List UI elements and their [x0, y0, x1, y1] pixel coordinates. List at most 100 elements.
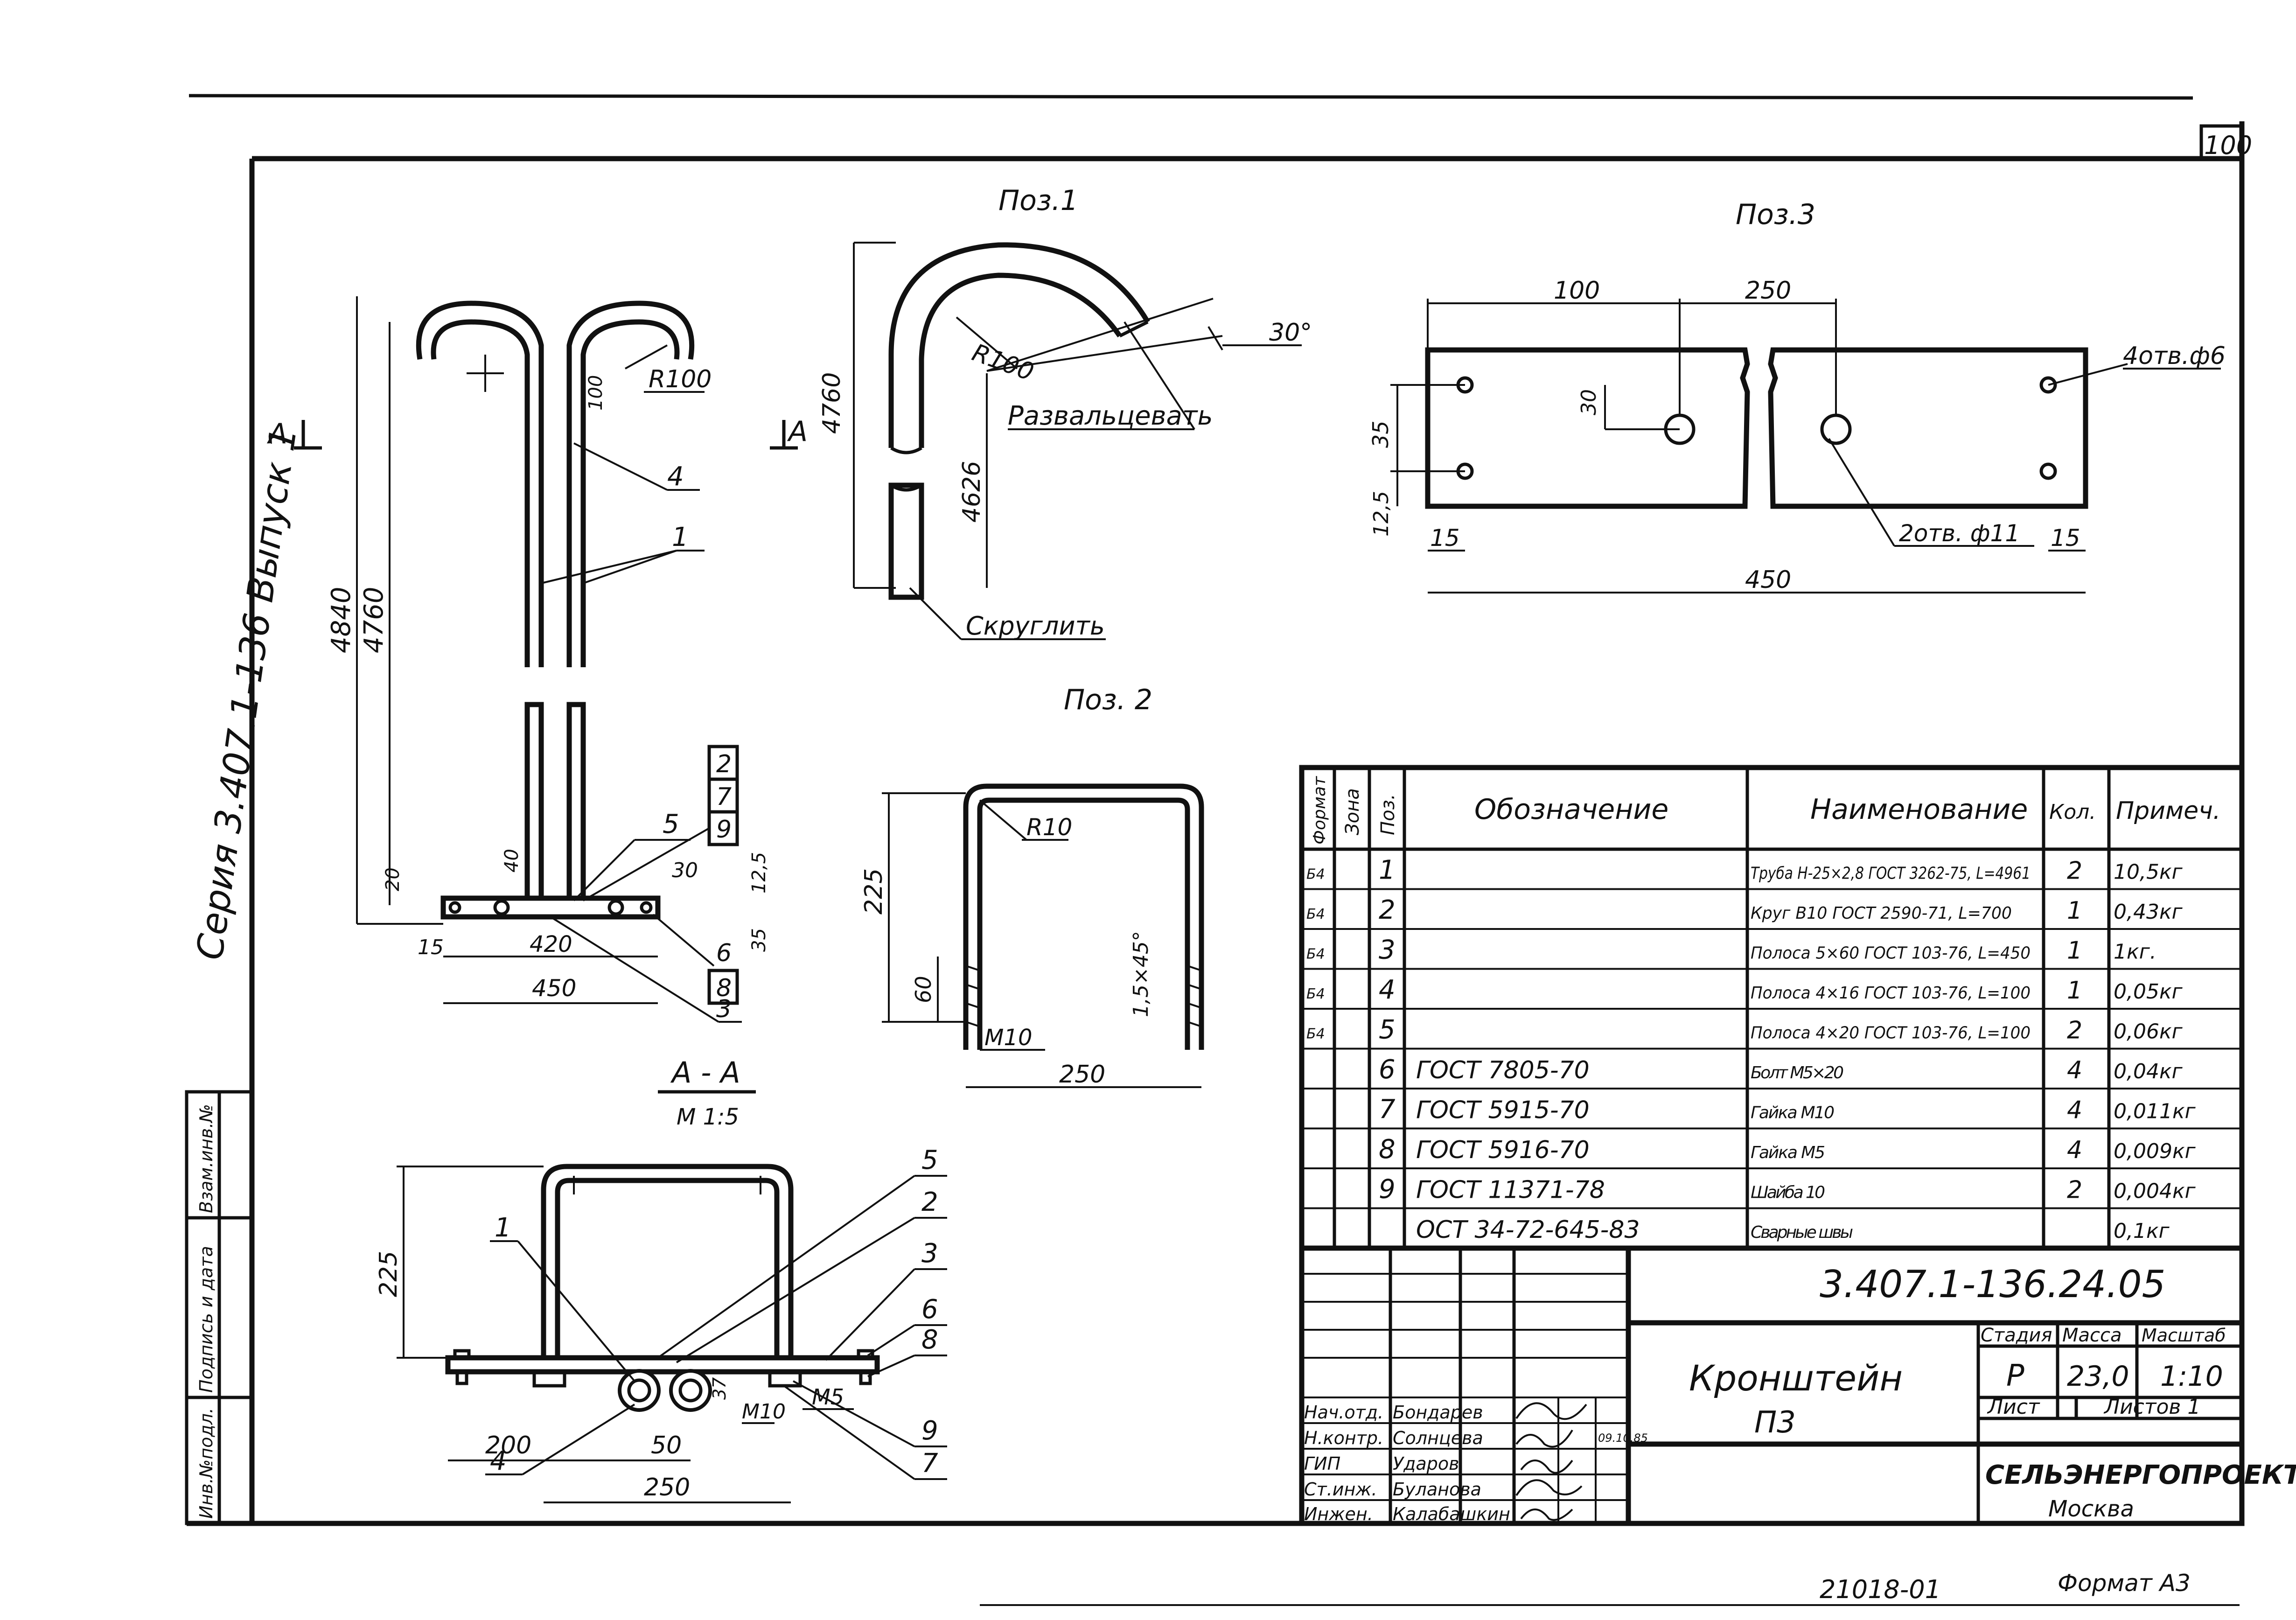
signature-2: [1515, 1429, 1573, 1448]
signature-5: [1520, 1508, 1573, 1521]
note-holes-4: 4отв.ф6: [2123, 342, 2226, 370]
signer-name: Калабашкин: [1393, 1504, 1510, 1524]
signature-3: [1520, 1459, 1573, 1474]
spec-cell-note: 0,004кг: [2114, 1180, 2196, 1203]
signature-1: [1515, 1402, 1587, 1420]
spec-cell-pos: 4: [1379, 975, 1396, 1005]
dim-60-pos2: 60: [911, 976, 936, 1003]
spec-cell-qty: 1: [2067, 937, 2082, 965]
note-round: Скруглить: [966, 611, 1105, 641]
spec-cell-name: Круг В10 ГОСТ 2590-71, L=700: [1751, 904, 2012, 923]
spec-cell-pos: 9: [1379, 1174, 1396, 1205]
dim-20-main: 20: [382, 867, 404, 891]
callout-8-main: 8: [716, 974, 732, 1002]
dim-450-main: 450: [532, 975, 576, 1002]
spec-header-format: Формат: [1310, 776, 1329, 845]
mass-value: 23,0: [2067, 1360, 2129, 1393]
stamp-sign: Подпись и дата: [196, 1246, 216, 1393]
signature-4: [1515, 1479, 1583, 1496]
spec-cell-designation: ГОСТ 5915-70: [1416, 1096, 1590, 1124]
spec-cell-designation: ГОСТ 7805-70: [1416, 1056, 1590, 1084]
spec-cell-format: Б4: [1306, 986, 1325, 1002]
signer-role: Инжен.: [1304, 1504, 1373, 1524]
organization: СЕЛЬЭНЕРГОПРОЕКТ: [1985, 1460, 2296, 1490]
doc-number: 3.407.1-136.24.05: [1820, 1263, 2165, 1306]
callout-4-aa: 4: [490, 1446, 507, 1476]
spec-header-note: Примеч.: [2116, 797, 2220, 825]
callout-4-main: 4: [667, 461, 684, 492]
dim-225-pos2: 225: [860, 868, 888, 915]
stage-value: Р: [2006, 1359, 2024, 1393]
dim-15b-pos3: 15: [2051, 524, 2080, 552]
mass-label: Масса: [2062, 1325, 2122, 1346]
callout-9-aa: 9: [921, 1416, 938, 1446]
dim-15-main: 15: [418, 936, 444, 959]
note-holes-2: 2отв. ф11: [1899, 520, 2020, 547]
dim-250-pos2: 250: [1059, 1061, 1105, 1089]
signer-name: Бондарев: [1393, 1402, 1483, 1423]
spec-header-name: Наименование: [1810, 793, 2028, 826]
callout-2-main: 2: [716, 750, 732, 778]
dim-225-aa: 225: [375, 1251, 403, 1297]
page-number: 100: [2204, 131, 2252, 160]
spec-header-qty: Кол.: [2049, 800, 2096, 824]
callout-2-aa: 2: [921, 1187, 938, 1217]
dim-40-main: 40: [501, 849, 523, 873]
signer-role: Н.контр.: [1304, 1428, 1383, 1448]
dim-4840: 4840: [326, 587, 356, 653]
spec-cell-pos: 2: [1379, 895, 1396, 925]
sheet-frame: 100 21018-01 Формат А3: [187, 94, 2252, 1606]
dim-100-main: 100: [585, 375, 607, 411]
spec-cell-note: 0,43кг: [2114, 900, 2183, 924]
item-name-line2: П3: [1754, 1405, 1796, 1440]
dim-12-5-main: 12,5: [748, 852, 770, 894]
pos1-title: Поз.1: [998, 184, 1078, 217]
pos1-view: Поз.1 4760 4626 R100 30° Развальцевать С…: [818, 184, 1312, 641]
dim-r100-pos1: R100: [969, 339, 1038, 387]
dim-12-5-pos3: 12,5: [1369, 491, 1393, 537]
callout-7-aa: 7: [921, 1448, 938, 1479]
dim-r100-main: R100: [649, 365, 712, 393]
pos3-view: Поз.3 100 250 30 35 12,5 15 15 450 4отв.…: [1368, 198, 2226, 594]
section-aa-view: А - А М 1:5 225 200 50 250 37 М10 М5: [375, 1055, 947, 1503]
scale-value: 1:10: [2160, 1360, 2223, 1393]
spec-cell-format: Б4: [1306, 906, 1325, 922]
dim-30-pos3: 30: [1577, 389, 1601, 415]
dim-m10-aa: М10: [742, 1400, 786, 1424]
spec-cell-qty: 4: [2067, 1056, 2082, 1084]
dim-30-main: 30: [672, 859, 698, 882]
spec-cell-pos: 3: [1379, 935, 1396, 965]
dim-50-aa: 50: [651, 1431, 682, 1459]
spec-cell-pos: 8: [1379, 1134, 1396, 1165]
callout-1-aa: 1: [495, 1213, 511, 1243]
section-mark-left: А: [266, 418, 287, 450]
spec-cell-note: 0,04кг: [2114, 1060, 2183, 1083]
callout-3-main: 3: [716, 995, 732, 1023]
signer-name: Ударов: [1393, 1453, 1459, 1474]
dim-35-pos3: 35: [1368, 420, 1393, 448]
format-label: Формат А3: [2058, 1570, 2191, 1597]
main-view: 4840 4760 100 R100 20 40 30 12,5 15 420 …: [266, 296, 808, 1023]
signer-role: ГИП: [1304, 1453, 1340, 1474]
side-label: Серия 3.407.1-136 Выпуск 1: [189, 425, 305, 963]
spec-cell-note: 1кг.: [2114, 940, 2156, 964]
spec-cell-designation: ГОСТ 5916-70: [1416, 1136, 1590, 1164]
spec-cell-format: Б4: [1306, 946, 1325, 963]
pos3-title: Поз.3: [1736, 198, 1815, 231]
section-aa-title: А - А: [670, 1055, 740, 1089]
spec-cell-note: 10,5кг: [2114, 860, 2183, 884]
sheet-label: Лист: [1987, 1395, 2040, 1419]
spec-cell-name: Полоса 4×16 ГОСТ 103-76, L=100: [1751, 984, 2031, 1003]
spec-cell-note: 0,009кг: [2114, 1139, 2196, 1163]
title-block: 3.407.1-136.24.05 Кронштейн П3 Стадия Ма…: [1299, 1245, 2296, 1526]
spec-cell-name: Полоса 4×20 ГОСТ 103-76, L=100: [1751, 1024, 2031, 1043]
spec-cell-designation: ГОСТ 11371-78: [1416, 1176, 1605, 1204]
